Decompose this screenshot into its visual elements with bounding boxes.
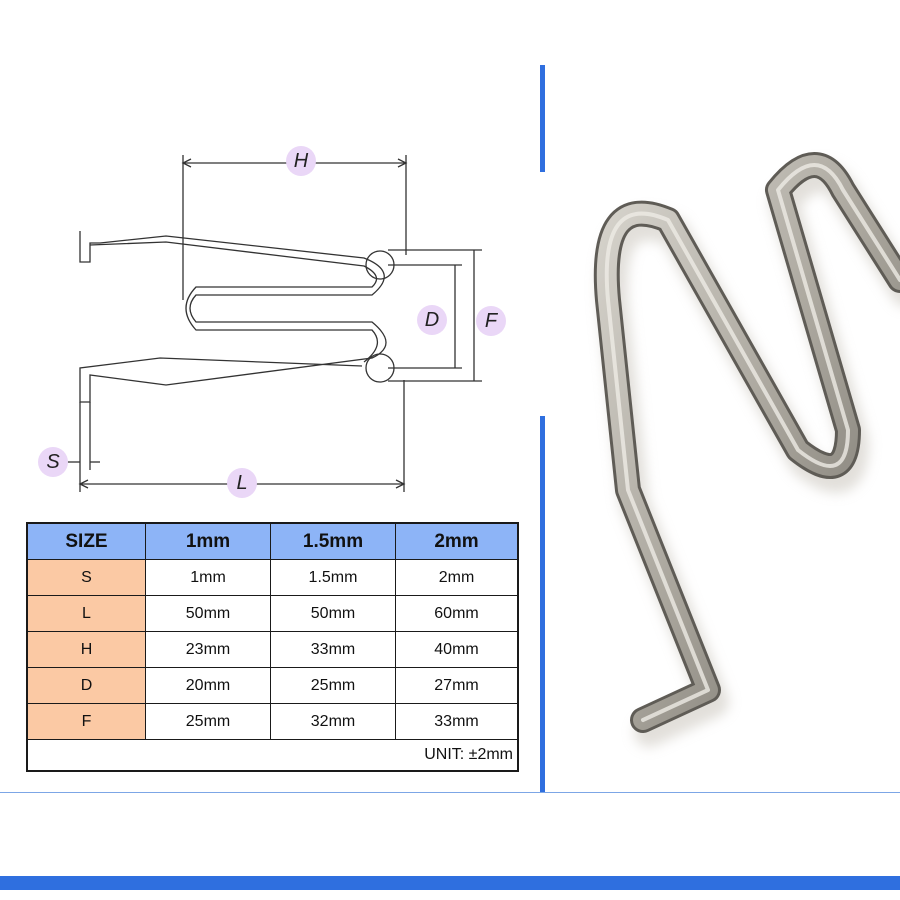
table-cell: 25mm [270,667,396,704]
table-cell: 20mm [145,667,271,704]
dimension-label-h: H [286,146,316,176]
horizontal-divider [0,792,900,793]
header-1-5mm: 1.5mm [270,522,396,560]
table-cell: 2mm [395,559,519,596]
row-label: S [26,559,146,596]
table-row: F 25mm 32mm 33mm [26,703,519,740]
vertical-divider-top [540,65,545,172]
header-size: SIZE [26,522,146,560]
table-footer-row: UNIT: ±2mm [26,739,519,772]
unit-note: UNIT: ±2mm [26,739,519,772]
header-1mm: 1mm [145,522,271,560]
spring-clip-drawing [64,155,482,492]
dimension-label-s: S [38,447,68,477]
dimension-label-d: D [417,305,447,335]
table-cell: 32mm [270,703,396,740]
table-cell: 1.5mm [270,559,396,596]
row-label: L [26,595,146,632]
table-cell: 40mm [395,631,519,668]
row-label: D [26,667,146,704]
table-row: S 1mm 1.5mm 2mm [26,559,519,596]
row-label: F [26,703,146,740]
table-cell: 33mm [395,703,519,740]
table-cell: 33mm [270,631,396,668]
bottom-accent-band [0,876,900,890]
vertical-divider-bottom [540,416,545,792]
table-row: H 23mm 33mm 40mm [26,631,519,668]
table-cell: 27mm [395,667,519,704]
row-label: H [26,631,146,668]
dimension-label-l: L [227,468,257,498]
dimension-label-f: F [476,306,506,336]
table-cell: 25mm [145,703,271,740]
size-spec-table: SIZE 1mm 1.5mm 2mm S 1mm 1.5mm 2mm L 50m… [26,522,519,772]
table-row: D 20mm 25mm 27mm [26,667,519,704]
header-2mm: 2mm [395,522,519,560]
steel-spring-clip-image [593,152,900,747]
table-row: L 50mm 50mm 60mm [26,595,519,632]
table-cell: 1mm [145,559,271,596]
table-cell: 23mm [145,631,271,668]
table-header-row: SIZE 1mm 1.5mm 2mm [26,522,519,560]
spring-clip-photo [548,130,900,790]
table-cell: 50mm [145,595,271,632]
table-cell: 60mm [395,595,519,632]
table-cell: 50mm [270,595,396,632]
spring-clip-diagram: H D F S L [0,0,540,510]
